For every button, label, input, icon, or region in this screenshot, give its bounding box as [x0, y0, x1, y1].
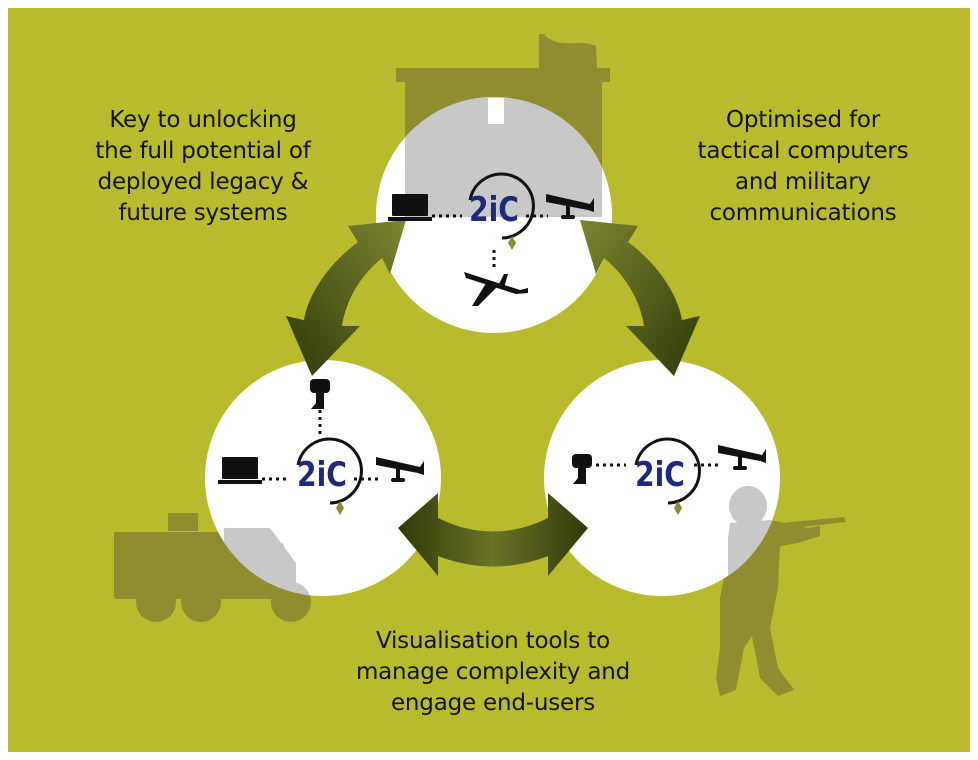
- arrow-left-top: [286, 220, 406, 376]
- caption-line: tactical computers: [697, 138, 909, 164]
- node-top: [388, 172, 594, 306]
- caption-line: Visualisation tools to: [375, 628, 611, 654]
- diagram-panel: 2iC: [8, 8, 970, 752]
- caption-line: the full potential of: [95, 138, 311, 164]
- caption-line: Optimised for: [726, 107, 880, 133]
- caption-line: future systems: [118, 200, 288, 226]
- arrow-right-top: [580, 220, 700, 376]
- caption-bottom: Visualisation tools to manage complexity…: [328, 626, 658, 719]
- caption-line: and military: [735, 169, 871, 195]
- node-right: [572, 437, 766, 517]
- arrow-bottom: [398, 493, 588, 576]
- caption-line: Key to unlocking: [109, 107, 297, 133]
- diagram-canvas: 2iC: [8, 8, 970, 752]
- caption-top-right: Optimised for tactical computers and mil…: [663, 105, 943, 229]
- caption-line: communications: [709, 200, 897, 226]
- caption-line: manage complexity and: [355, 659, 631, 685]
- caption-top-left: Key to unlocking the full potential of d…: [63, 105, 343, 229]
- caption-line: deployed legacy &: [97, 169, 309, 195]
- node-left: [218, 379, 424, 517]
- caption-line: engage end-users: [390, 690, 596, 716]
